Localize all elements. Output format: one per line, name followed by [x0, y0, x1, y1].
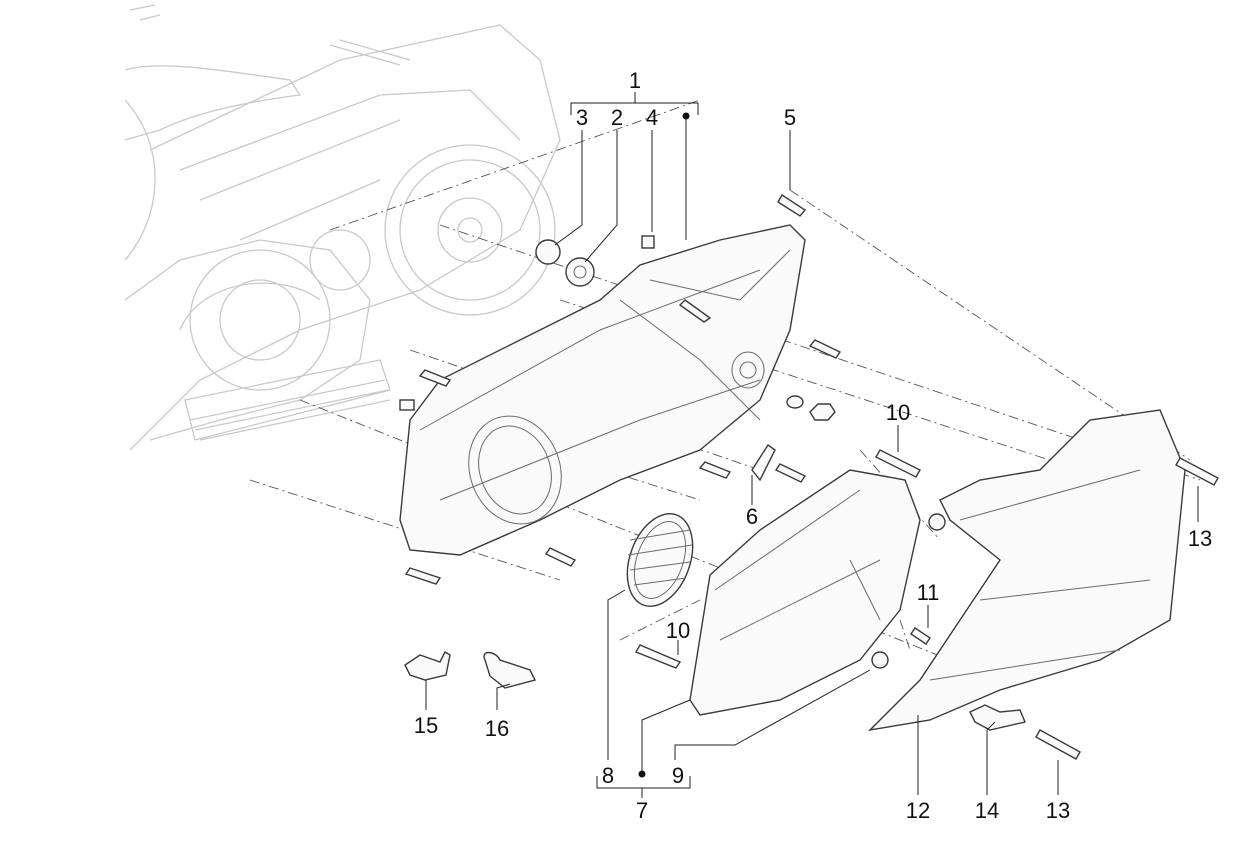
callout-13-bottom: 13: [1046, 798, 1070, 823]
callout-5: 5: [784, 105, 796, 130]
callout-14: 14: [975, 798, 999, 823]
callout-16: 16: [485, 716, 509, 741]
callout-6: 6: [746, 504, 758, 529]
bracket-16: [483, 651, 537, 689]
callout-3: 3: [576, 105, 588, 130]
callout-10-upper: 10: [886, 400, 910, 425]
callout-4: 4: [646, 105, 658, 130]
callout-10-lower: 10: [666, 618, 690, 643]
callout-13-right: 13: [1188, 526, 1212, 551]
callout-labels: 1 2 3 4 5 6 7 8 9 10 10 11 12 13 13 14 1…: [414, 68, 1212, 823]
kit-marker-dot: [638, 770, 646, 778]
engine-background: [124, 4, 561, 451]
bracket-15: [404, 651, 451, 681]
callout-12: 12: [906, 798, 930, 823]
mesh-grille: [626, 513, 694, 607]
callout-9: 9: [672, 763, 684, 788]
callout-7: 7: [636, 798, 648, 823]
callout-15: 15: [414, 713, 438, 738]
air-filter-cover: [689, 469, 921, 716]
callout-1: 1: [629, 68, 641, 93]
outer-cover: [867, 409, 1186, 732]
bracket-14: [969, 704, 1026, 731]
kit-marker-dot: [682, 112, 690, 120]
callout-2: 2: [611, 105, 623, 130]
callout-11: 11: [917, 580, 940, 605]
callout-8: 8: [602, 763, 614, 788]
leader-lines: [425, 92, 1199, 798]
transmission-cover: [399, 224, 806, 556]
hardware: [399, 194, 1219, 760]
